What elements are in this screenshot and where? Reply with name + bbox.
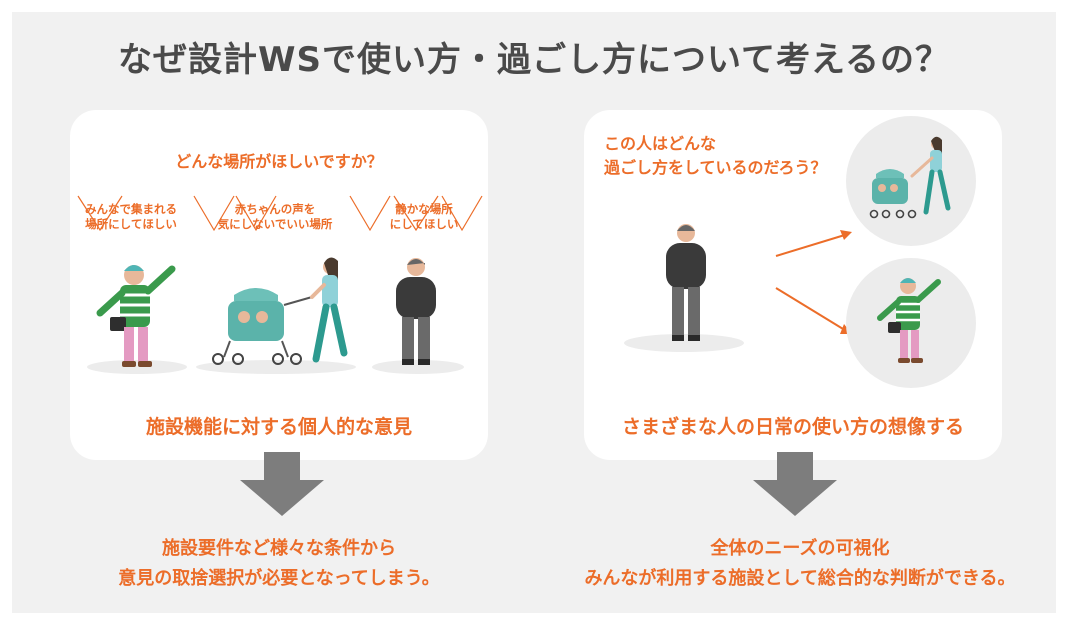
woman-with-stroller-illustration [196, 257, 356, 374]
left-down-arrow [240, 452, 324, 516]
woman-with-stroller-small-illustration [869, 136, 951, 219]
man-with-bag-illustration [87, 265, 187, 374]
left-caption: 施設機能に対する個人的な意見 [145, 416, 412, 438]
opinion-bubble-1: みんなで集まれる 場所にしてほしい [85, 202, 177, 231]
opinion-bubble-3: 静かな場所 にしてほしい [389, 202, 459, 231]
left-result-text: 施設要件など様々な条件から 意見の取捨選択が必要となってしまう。 [118, 538, 440, 589]
right-result-text: 全体のニーズの可視化 みんなが利用する施設として総合的な判断ができる。 [584, 538, 1016, 589]
right-question: この人はどんな 過ごし方をしているのだろう？ [604, 134, 827, 177]
right-caption: さまざまな人の日常の使い方の想像する [621, 416, 964, 438]
right-down-arrow [753, 452, 837, 516]
opinion-bubble-2: 赤ちゃんの声を 気にしないでいい場所 [217, 202, 333, 231]
center-man-illustration [624, 224, 744, 352]
speech-wedges [77, 195, 483, 232]
man-with-bag-small-illustration [877, 278, 941, 363]
left-panel: どんな場所がほしいですか？ みんなで集まれる 場所にしてほしい 赤ちゃんの声を … [70, 110, 488, 460]
right-panel: この人はどんな 過ごし方をしているのだろう？ [584, 110, 1002, 460]
page-title: なぜ設計WSで使い方・過ごし方について考えるの？ [118, 40, 950, 80]
older-man-illustration [372, 258, 464, 374]
left-question: どんな場所がほしいですか？ [175, 152, 383, 171]
scenario-circle-stroller [846, 116, 976, 246]
